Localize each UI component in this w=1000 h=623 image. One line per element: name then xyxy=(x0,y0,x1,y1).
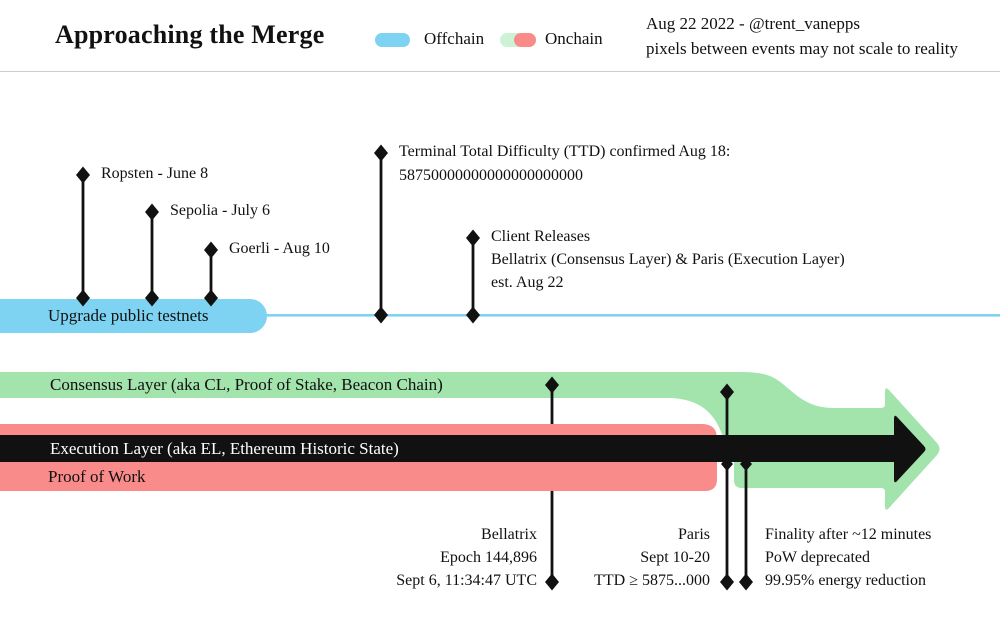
ttd-label-line2: 58750000000000000000000 xyxy=(399,167,583,184)
paris-annotation: Paris Sept 10-20 TTD ≥ 5875...000 xyxy=(594,523,710,592)
bellatrix-annotation: Bellatrix Epoch 144,896 Sept 6, 11:34:47… xyxy=(396,523,537,592)
header-divider xyxy=(0,71,1000,72)
client-base-diamond-icon xyxy=(466,306,480,324)
ropsten-label: Ropsten - June 8 xyxy=(101,165,209,182)
goerli-diamond-icon xyxy=(204,241,218,259)
onchain-legend-red-half-icon xyxy=(514,33,536,47)
client-diamond-icon xyxy=(466,229,480,247)
goerli-label: Goerli - Aug 10 xyxy=(229,240,330,257)
bellatrix-annotation-line3: Sept 6, 11:34:47 UTC xyxy=(396,572,537,589)
sepolia-label: Sepolia - July 6 xyxy=(170,202,270,219)
bellatrix-annotation-line2: Epoch 144,896 xyxy=(440,549,537,566)
onchain-legend-swatch-icon xyxy=(500,33,536,47)
page-title: Approaching the Merge xyxy=(55,20,325,49)
onchain-legend-label: Onchain xyxy=(545,29,603,48)
ttd-diamond-icon xyxy=(374,144,388,162)
paris-annotation-line3: TTD ≥ 5875...000 xyxy=(594,572,710,589)
consensus-band-label: Consensus Layer (aka CL, Proof of Stake,… xyxy=(50,375,443,394)
offchain-legend-swatch-icon xyxy=(375,33,410,47)
bellatrix-bottom-diamond-icon xyxy=(545,573,559,591)
sepolia-diamond-icon xyxy=(145,203,159,221)
ttd-label-line1: Terminal Total Difficulty (TTD) confirme… xyxy=(399,143,731,160)
ttd-base-diamond-icon xyxy=(374,306,388,324)
offchain-legend-label: Offchain xyxy=(424,29,485,48)
finality-annotation-line3: 99.95% energy reduction xyxy=(765,572,926,589)
finality-annotation-line2: PoW deprecated xyxy=(765,549,870,566)
execution-layer-band xyxy=(0,415,926,483)
consensus-layer-band xyxy=(0,372,940,510)
finality-annotation-line1: Finality after ~12 minutes xyxy=(765,526,932,543)
paris-annotation-line2: Sept 10-20 xyxy=(640,549,710,566)
ropsten-diamond-icon xyxy=(76,166,90,184)
credit-author: Aug 22 2022 - @trent_vanepps xyxy=(646,14,860,33)
offchain-timeline-line xyxy=(258,314,1000,317)
finality-bottom-diamond-icon xyxy=(739,573,753,591)
paris-bottom-diamond-icon xyxy=(720,573,734,591)
offchain-testnets-band xyxy=(0,299,267,333)
client-releases-line1: Client Releases xyxy=(491,228,591,245)
client-releases-line3: est. Aug 22 xyxy=(491,274,564,291)
paris-annotation-line1: Paris xyxy=(678,526,710,543)
event-marker-stems xyxy=(81,153,475,315)
bellatrix-annotation-line1: Bellatrix xyxy=(481,526,537,543)
credit-disclaimer: pixels between events may not scale to r… xyxy=(646,39,959,58)
finality-annotation: Finality after ~12 minutes PoW deprecate… xyxy=(765,523,931,592)
pow-band-label: Proof of Work xyxy=(48,467,146,486)
execution-band-label: Execution Layer (aka EL, Ethereum Histor… xyxy=(50,439,399,458)
testnets-band-label: Upgrade public testnets xyxy=(48,306,209,325)
client-releases-line2: Bellatrix (Consensus Layer) & Paris (Exe… xyxy=(491,251,845,268)
